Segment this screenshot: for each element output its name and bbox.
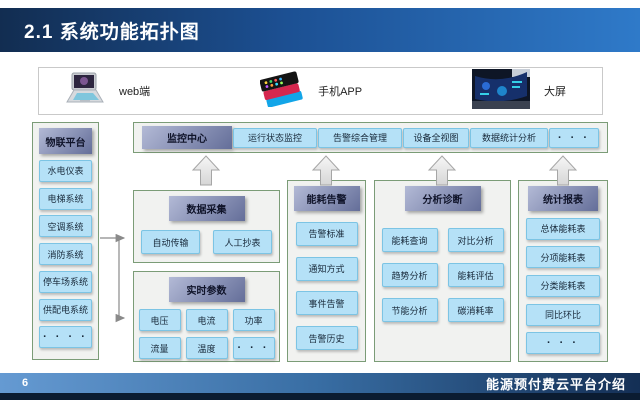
footer-caption: 能源预付费云平台介绍 (485, 376, 626, 392)
panel-data-collection: 数据采集 自动传输 人工抄表 (133, 190, 280, 263)
client-mobile-app-label: 手机APP (318, 86, 363, 98)
client-mobile-app: 手机APP (259, 70, 363, 112)
title-bar: 2.1 系统功能拓扑图 (0, 8, 640, 52)
client-big-screen: 大屏 (471, 68, 566, 114)
clients-panel: web端 手机APP (38, 67, 603, 115)
iot-platform-header: 物联平台 (39, 128, 92, 154)
laptop-icon (65, 72, 105, 111)
monitor-item-more: · · · (549, 127, 599, 148)
report-item: 总体能耗表 (526, 217, 600, 240)
energy-alarm-items: 告警标准 通知方式 事件告警 告警历史 (288, 211, 365, 361)
analysis-item: 趋势分析 (381, 263, 438, 287)
phones-icon (259, 70, 304, 112)
analysis-item: 能耗查询 (381, 228, 438, 252)
statistics-reports-header: 统计报表 (528, 186, 598, 211)
realtime-param-item: 功率 (232, 309, 275, 331)
report-item-more: · · · (526, 332, 600, 355)
realtime-param-item: 温度 (185, 337, 228, 359)
realtime-param-item: 电流 (185, 309, 228, 331)
monitor-item: 运行状态监控 (233, 127, 317, 148)
report-item: 分类能耗表 (526, 274, 600, 297)
analysis-item: 能耗评估 (447, 263, 504, 287)
analysis-diagnosis-items: 能耗查询 对比分析 趋势分析 能耗评估 节能分析 碳消耗率 (375, 228, 510, 322)
realtime-params-header: 实时参数 (168, 277, 245, 302)
connector-lines (100, 233, 126, 323)
iot-platform-items: 水电仪表 电梯系统 空调系统 消防系统 停车场系统 供配电系统 · · · · (38, 154, 93, 354)
client-web: web端 (65, 72, 150, 111)
analysis-diagnosis-header: 分析诊断 (404, 186, 481, 211)
client-web-label: web端 (119, 86, 151, 98)
energy-alarm-item: 告警历史 (295, 326, 358, 351)
energy-alarm-item: 事件告警 (295, 291, 358, 316)
report-item: 分项能耗表 (526, 246, 600, 269)
data-collection-item: 自动传输 (141, 230, 200, 254)
analysis-item: 对比分析 (447, 228, 504, 252)
footer-strip (0, 393, 640, 400)
energy-alarm-header: 能耗告警 (293, 186, 360, 211)
iot-item: 水电仪表 (39, 159, 92, 182)
page-title: 2.1 系统功能拓扑图 (24, 21, 200, 43)
iot-item: 空调系统 (39, 215, 92, 238)
energy-alarm-item: 告警标准 (295, 221, 358, 246)
realtime-param-item: 流量 (138, 337, 181, 359)
client-big-screen-label: 大屏 (543, 86, 566, 98)
realtime-param-item: 电压 (138, 309, 181, 331)
iot-item-more: · · · · (39, 326, 92, 349)
analysis-item: 节能分析 (381, 298, 438, 322)
panel-realtime-params: 实时参数 电压 电流 功率 流量 温度 · · · (133, 271, 280, 362)
page-number: 6 (22, 377, 29, 389)
analysis-item: 碳消耗率 (447, 298, 504, 322)
data-collection-header: 数据采集 (168, 196, 245, 221)
energy-alarm-item: 通知方式 (295, 256, 358, 281)
data-collection-item: 人工抄表 (213, 230, 272, 254)
report-item: 同比环比 (526, 303, 600, 326)
panel-iot-platform: 物联平台 水电仪表 电梯系统 空调系统 消防系统 停车场系统 供配电系统 · ·… (32, 122, 99, 360)
iot-item: 消防系统 (39, 243, 92, 265)
panel-energy-alarm: 能耗告警 告警标准 通知方式 事件告警 告警历史 (287, 180, 366, 362)
screen-wall-icon (471, 68, 530, 114)
iot-item: 供配电系统 (39, 298, 92, 321)
monitor-item: 告警综合管理 (318, 127, 402, 148)
realtime-params-items: 电压 电流 功率 流量 温度 · · · (134, 309, 279, 359)
statistics-reports-items: 总体能耗表 分项能耗表 分类能耗表 同比环比 · · · (519, 211, 607, 361)
iot-item: 电梯系统 (39, 187, 92, 210)
panel-statistics-reports: 统计报表 总体能耗表 分项能耗表 分类能耗表 同比环比 · · · (518, 180, 608, 362)
realtime-param-item-more: · · · (232, 337, 275, 359)
iot-item: 停车场系统 (39, 270, 92, 293)
monitor-item: 数据统计分析 (470, 127, 548, 148)
monitor-item: 设备全视图 (403, 127, 469, 148)
panel-monitor-center: 监控中心 运行状态监控 告警综合管理 设备全视图 数据统计分析 · · · (133, 122, 608, 153)
data-collection-items: 自动传输 人工抄表 (134, 230, 279, 254)
footer-bar: 6 能源预付费云平台介绍 (0, 373, 640, 393)
panel-analysis-diagnosis: 分析诊断 能耗查询 对比分析 趋势分析 能耗评估 节能分析 碳消耗率 (374, 180, 511, 362)
monitor-center-header: 监控中心 (142, 126, 232, 149)
